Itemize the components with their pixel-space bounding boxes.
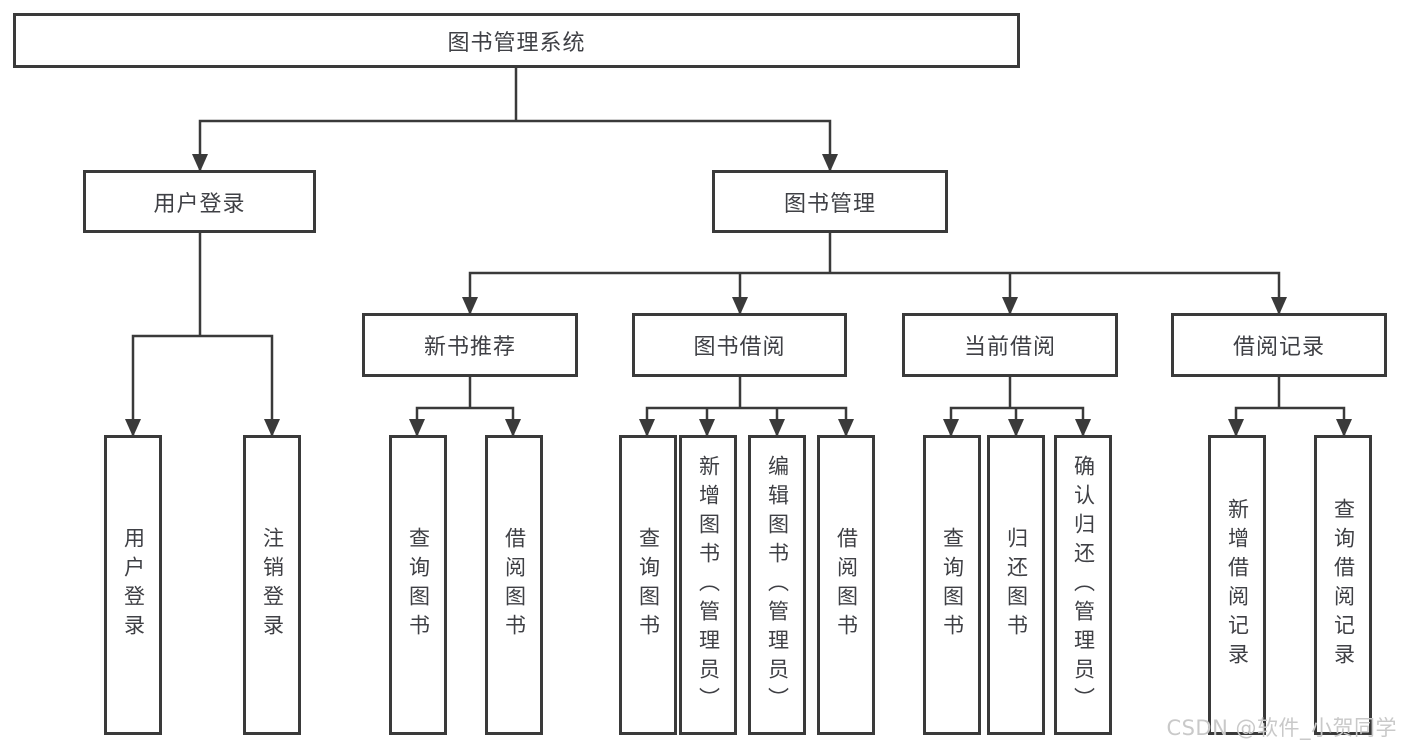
leaf-query-books-recommend: 查询图书 [389, 435, 447, 735]
node-user-login: 用户登录 [83, 170, 316, 233]
leaf-query-books-borrowing: 查询图书 [619, 435, 677, 735]
leaf-return-books: 归还图书 [987, 435, 1045, 735]
leaf-query-books-current: 查询图书 [923, 435, 981, 735]
leaf-confirm-return-admin: 确认归还（管理员） [1054, 435, 1112, 735]
leaf-query-borrow-record: 查询借阅记录 [1314, 435, 1372, 735]
node-current-borrowing: 当前借阅 [902, 313, 1118, 377]
leaf-logout: 注销登录 [243, 435, 301, 735]
leaf-user-login: 用户登录 [104, 435, 162, 735]
leaf-add-borrow-record: 新增借阅记录 [1208, 435, 1266, 735]
leaf-borrow-books-recommend: 借阅图书 [485, 435, 543, 735]
node-borrowing-records: 借阅记录 [1171, 313, 1387, 377]
leaf-edit-books-admin: 编辑图书（管理员） [748, 435, 806, 735]
node-new-book-recommend: 新书推荐 [362, 313, 578, 377]
csdn-watermark: CSDN @软件_小贺同学 [1166, 716, 1397, 740]
node-library-management-system: 图书管理系统 [13, 13, 1020, 68]
leaf-borrow-books-borrowing: 借阅图书 [817, 435, 875, 735]
leaf-add-books-admin: 新增图书（管理员） [679, 435, 737, 735]
node-book-borrowing: 图书借阅 [632, 313, 847, 377]
node-book-management: 图书管理 [712, 170, 948, 233]
